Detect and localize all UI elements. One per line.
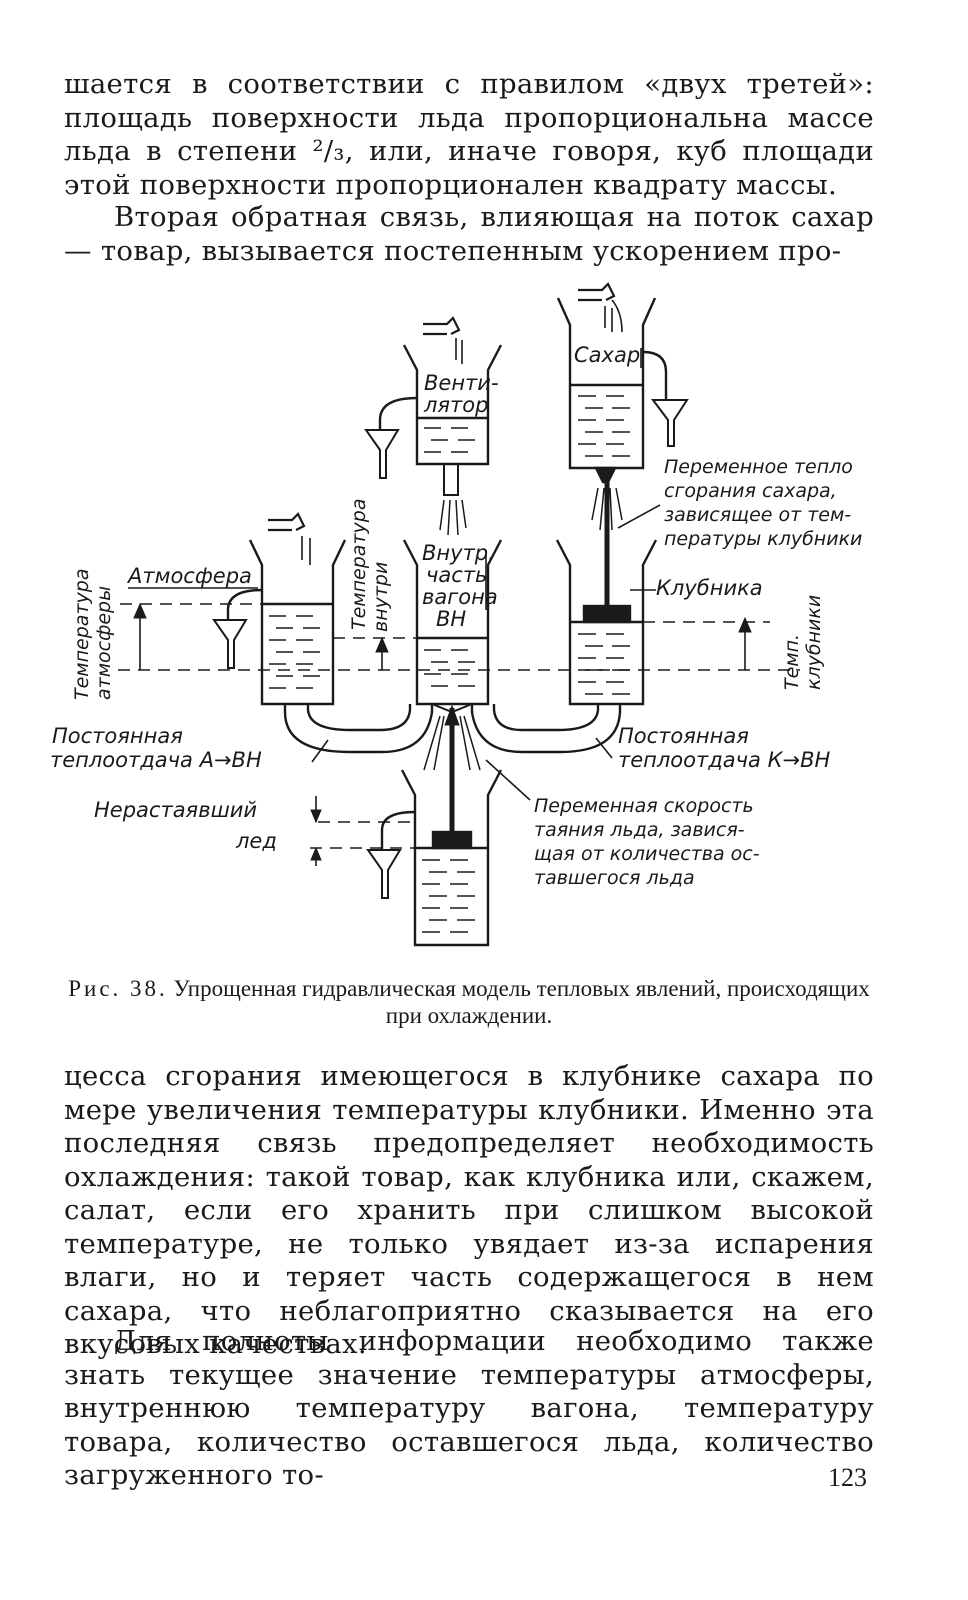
label-const-a-2: теплоотдача А→ВН xyxy=(50,748,262,772)
label-melt-4: тавшегося льда xyxy=(534,867,695,889)
label-inner-3: вагона xyxy=(422,585,498,609)
label-inner-1: Внутр. xyxy=(422,541,495,565)
page-number: 123 xyxy=(828,1463,867,1492)
figure-caption: Рис. 38. Упрощенная гидравлическая модел… xyxy=(64,975,874,1029)
label-ventilator-1: Венти- xyxy=(424,371,499,395)
label-temp-strawberry-1: Темп. xyxy=(781,634,803,690)
label-strawberry: Клубника xyxy=(656,576,763,600)
pipe-a-vn xyxy=(283,704,434,754)
label-ventilator-2: лятор xyxy=(423,393,488,417)
label-temp-strawberry-2: клубники xyxy=(803,595,825,690)
paragraph-2: Вторая обратная связь, влияющая на поток… xyxy=(64,201,874,267)
label-atmosphere: Атмосфера xyxy=(126,564,252,588)
label-temp-atm-2: атмосферы xyxy=(93,586,115,700)
strawberry-block xyxy=(582,604,632,624)
paragraph-4: Для полноты информации необходимо также … xyxy=(64,1325,874,1491)
label-const-a-1: Постоянная xyxy=(52,724,183,748)
ice-vessel xyxy=(366,769,503,947)
label-ice-1: Нерастаявший xyxy=(94,798,257,822)
sugar-vessel xyxy=(556,282,689,484)
label-const-k-2: теплоотдача К→ВН xyxy=(618,748,830,772)
sugar-spray xyxy=(591,487,623,531)
label-ice-2: лед xyxy=(235,829,277,853)
ventilator-vessel xyxy=(364,316,503,496)
label-melt-3: щая от количества ос- xyxy=(534,843,760,865)
label-melt-2: таяния льда, завися- xyxy=(534,819,745,841)
pipe-k-vn xyxy=(470,704,622,754)
ventilator-spray xyxy=(439,499,467,536)
label-inner-2: часть xyxy=(426,563,487,587)
label-const-k-1: Постоянная xyxy=(618,724,749,748)
ice-spray xyxy=(423,715,481,771)
label-temp-in-1: Температура xyxy=(348,499,370,630)
label-var-heat-3: зависящее от тем- xyxy=(664,504,851,526)
ice-block xyxy=(431,830,473,850)
paragraph-1: шается в соответствии с правилом «двух т… xyxy=(64,68,874,201)
label-sugar: Сахар xyxy=(574,343,640,367)
paragraph-3: цесса сгорания имеющегося в клубнике сах… xyxy=(64,1060,874,1360)
label-var-heat-1: Переменное тепло xyxy=(664,456,853,478)
label-temp-in-2: внутри xyxy=(370,562,392,632)
caption-label: Рис. 38. xyxy=(68,976,168,1001)
label-var-heat-2: сгорания сахара, xyxy=(664,480,837,502)
inner-wagon-vessel xyxy=(402,539,503,706)
strawberry-vessel xyxy=(555,539,658,706)
caption-text: Упрощенная гидравлическая модель тепловы… xyxy=(173,976,870,1028)
label-inner-4: ВН xyxy=(436,607,466,631)
label-var-heat-4: пературы клубники xyxy=(664,528,862,550)
label-melt-1: Переменная скорость xyxy=(534,795,754,817)
atmosphere-vessel xyxy=(212,512,347,706)
label-temp-atm-1: Температура xyxy=(71,569,93,700)
hydraulic-model-figure: Сахар Клубника Темп. клубники Переменное… xyxy=(50,282,862,947)
